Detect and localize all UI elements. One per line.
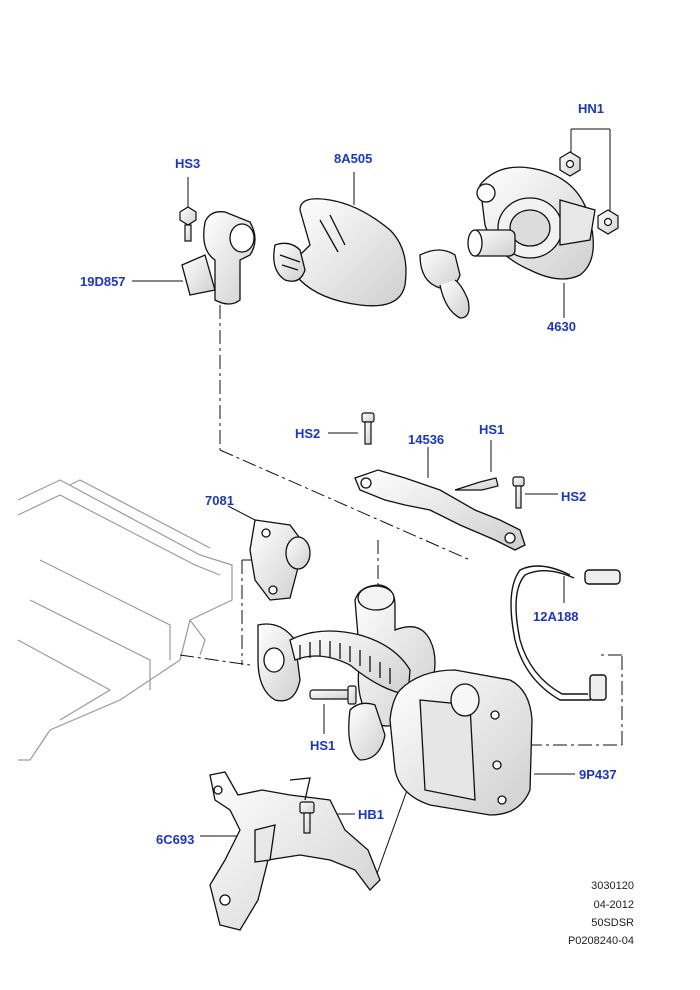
egr-cooler-9p437	[289, 584, 533, 816]
hb1-bolt	[299, 801, 315, 834]
centerlines	[179, 305, 623, 746]
bolts-hs	[309, 412, 525, 705]
footer-line-2: 04-2012	[593, 899, 634, 911]
engine-block-ghost	[17, 479, 233, 761]
hs3-bolt	[179, 206, 197, 242]
callout-hs2-right: HS2	[561, 489, 587, 504]
gasket-7081	[249, 519, 311, 702]
cable-12a188	[510, 565, 621, 701]
callout-4630: 4630	[547, 319, 576, 334]
hn1-nuts	[559, 151, 619, 235]
egr-valve-4630	[467, 166, 596, 280]
callout-7081: 7081	[205, 493, 234, 508]
callout-hs2-top: HS2	[295, 426, 321, 441]
callout-9p437: 9P437	[579, 767, 617, 782]
callout-hn1: HN1	[578, 101, 605, 116]
callout-hs1-bottom: HS1	[310, 738, 336, 753]
callout-hb1: HB1	[358, 807, 385, 822]
footer-line-4: P0208240-04	[567, 935, 634, 947]
callout-12a188: 12A188	[533, 609, 579, 624]
callout-8a505: 8A505	[334, 151, 373, 166]
leader-lines	[132, 128, 611, 883]
bracket-6c693	[209, 771, 381, 931]
callout-6c693: 6C693	[156, 832, 195, 847]
callout-19d857: 19D857	[80, 274, 126, 289]
hose-8a505	[273, 198, 470, 319]
bracket-14536	[354, 469, 526, 551]
elbow-19d857	[181, 211, 256, 305]
callout-hs1-top: HS1	[479, 422, 505, 437]
callout-14536: 14536	[408, 432, 445, 447]
footer-line-1: 3030120	[591, 880, 634, 892]
footer-line-3: 50SDSR	[591, 917, 634, 929]
callout-hs3: HS3	[175, 156, 201, 171]
